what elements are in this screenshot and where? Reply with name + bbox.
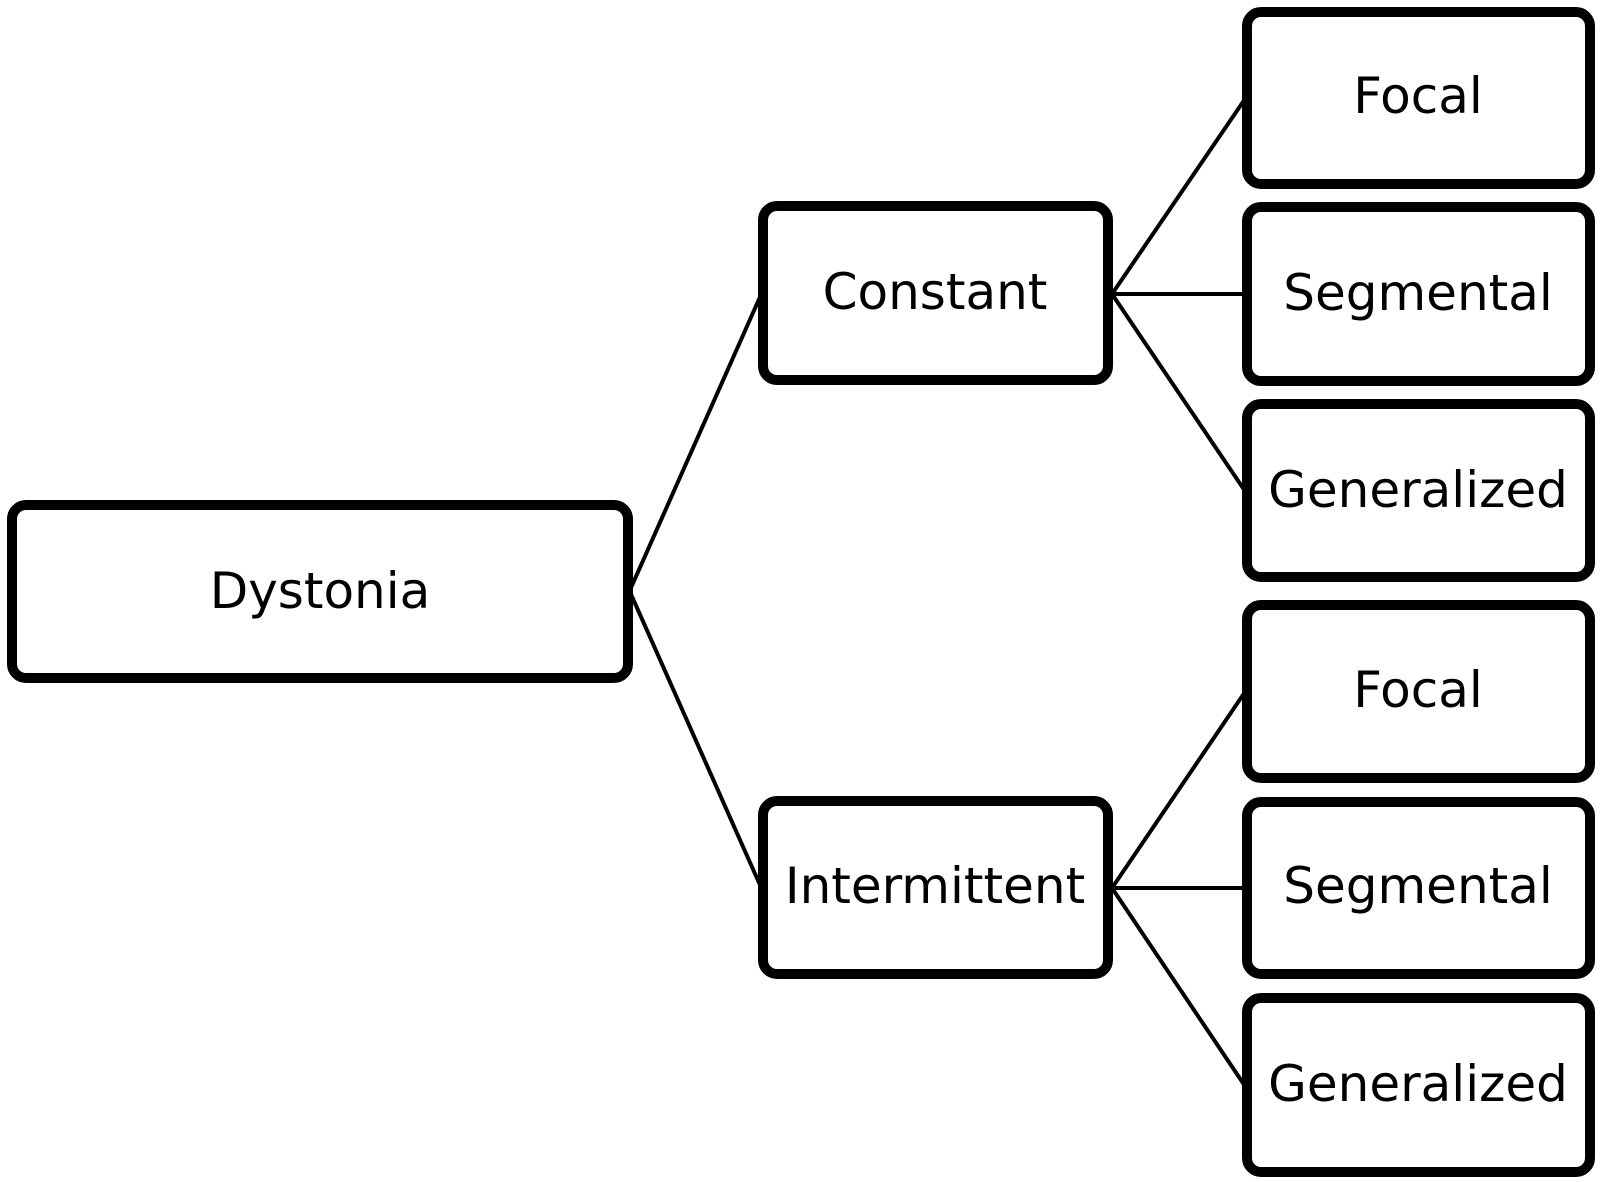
node-label: Constant (823, 263, 1048, 321)
node-label: Intermittent (785, 857, 1085, 915)
node-label: Dystonia (210, 562, 431, 620)
node-constant-segmental: Segmental (1242, 202, 1595, 386)
node-intermittent-focal: Focal (1242, 600, 1595, 783)
node-constant-generalized: Generalized (1242, 399, 1595, 582)
node-box (1242, 202, 1595, 386)
connector-intermittent-generalized (1110, 886, 1247, 1088)
node-constant: Constant (758, 201, 1113, 385)
node-box (758, 201, 1113, 385)
node-box (1242, 399, 1595, 582)
node-box (1242, 993, 1595, 1177)
node-box (7, 500, 633, 683)
node-intermittent-segmental: Segmental (1242, 797, 1595, 979)
node-box (758, 796, 1113, 979)
node-label: Segmental (1283, 857, 1553, 915)
node-intermittent: Intermittent (758, 796, 1113, 979)
node-dystonia: Dystonia (7, 500, 633, 683)
node-label: Focal (1353, 67, 1483, 125)
connector-constant-focal (1110, 97, 1247, 296)
node-intermittent-generalized: Generalized (1242, 993, 1595, 1177)
connector-constant-generalized (1110, 292, 1247, 493)
connector-root-intermittent (628, 591, 762, 886)
node-constant-focal: Focal (1242, 7, 1595, 189)
node-box (1242, 600, 1595, 783)
node-label: Focal (1353, 661, 1483, 719)
connector-intermittent-focal (1110, 690, 1247, 890)
node-label: Generalized (1268, 461, 1568, 519)
node-label: Segmental (1283, 264, 1553, 322)
node-box (1242, 7, 1595, 189)
node-box (1242, 797, 1595, 979)
connector-root-constant (628, 296, 762, 591)
node-label: Generalized (1268, 1055, 1568, 1113)
